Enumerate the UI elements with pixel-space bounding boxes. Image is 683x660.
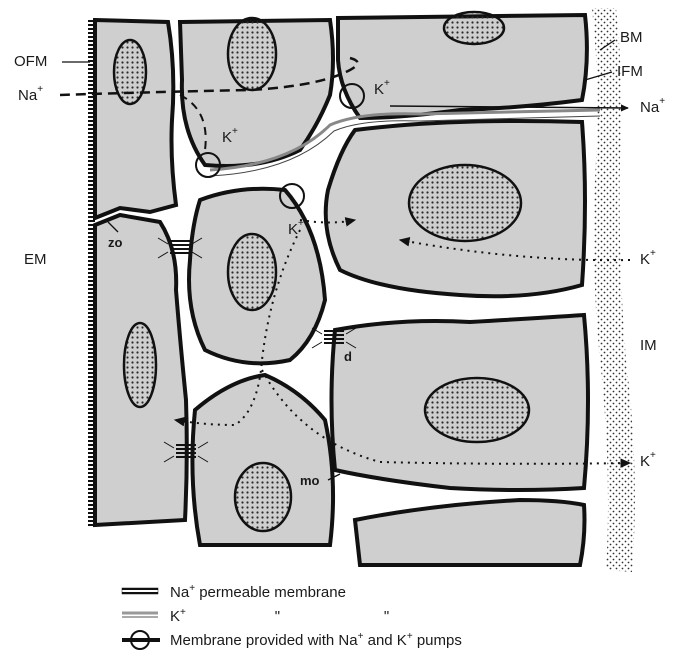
nucleus (425, 378, 529, 442)
label-k-low: K+ (288, 222, 304, 237)
cell-right-bottom (355, 500, 585, 565)
nucleus (228, 234, 276, 310)
legend-pump-row: Membrane provided with Na+ and K+ pumps (120, 628, 660, 650)
label-k-top: K+ (374, 82, 390, 97)
label-na-out: Na+ (640, 100, 665, 115)
label-zo: zo (108, 236, 122, 249)
nucleus (444, 12, 504, 44)
label-ifm: IFM (617, 64, 643, 79)
pump-swatch (120, 628, 164, 650)
legend-pump-text: Membrane provided with Na+ and K+ pumps (170, 631, 462, 649)
label-ofm: OFM (14, 54, 47, 69)
label-em: EM (24, 252, 47, 267)
legend-k-row: K+ " " (120, 604, 660, 626)
label-mo: mo (300, 474, 320, 487)
basement-membrane (592, 8, 635, 572)
label-bm: BM (620, 30, 643, 45)
legend: Na+ permeable membrane K+ " " Membrane p… (120, 580, 660, 655)
nucleus (409, 165, 521, 241)
label-k-right2: K+ (640, 454, 656, 469)
legend-na-text: Na+ permeable membrane (170, 583, 346, 601)
label-im: IM (640, 338, 657, 353)
label-k-mid: K+ (222, 130, 238, 145)
label-k-right1: K+ (640, 252, 656, 267)
nucleus (114, 40, 146, 104)
legend-k-text: K+ " " (170, 607, 389, 625)
nucleus (228, 18, 276, 90)
na-membrane-swatch (120, 580, 164, 602)
label-na-in: Na+ (18, 88, 43, 103)
legend-na-row: Na+ permeable membrane (120, 580, 660, 602)
label-d: d (344, 350, 352, 363)
nucleus (235, 463, 291, 531)
k-membrane-swatch (120, 604, 164, 626)
nucleus (124, 323, 156, 407)
